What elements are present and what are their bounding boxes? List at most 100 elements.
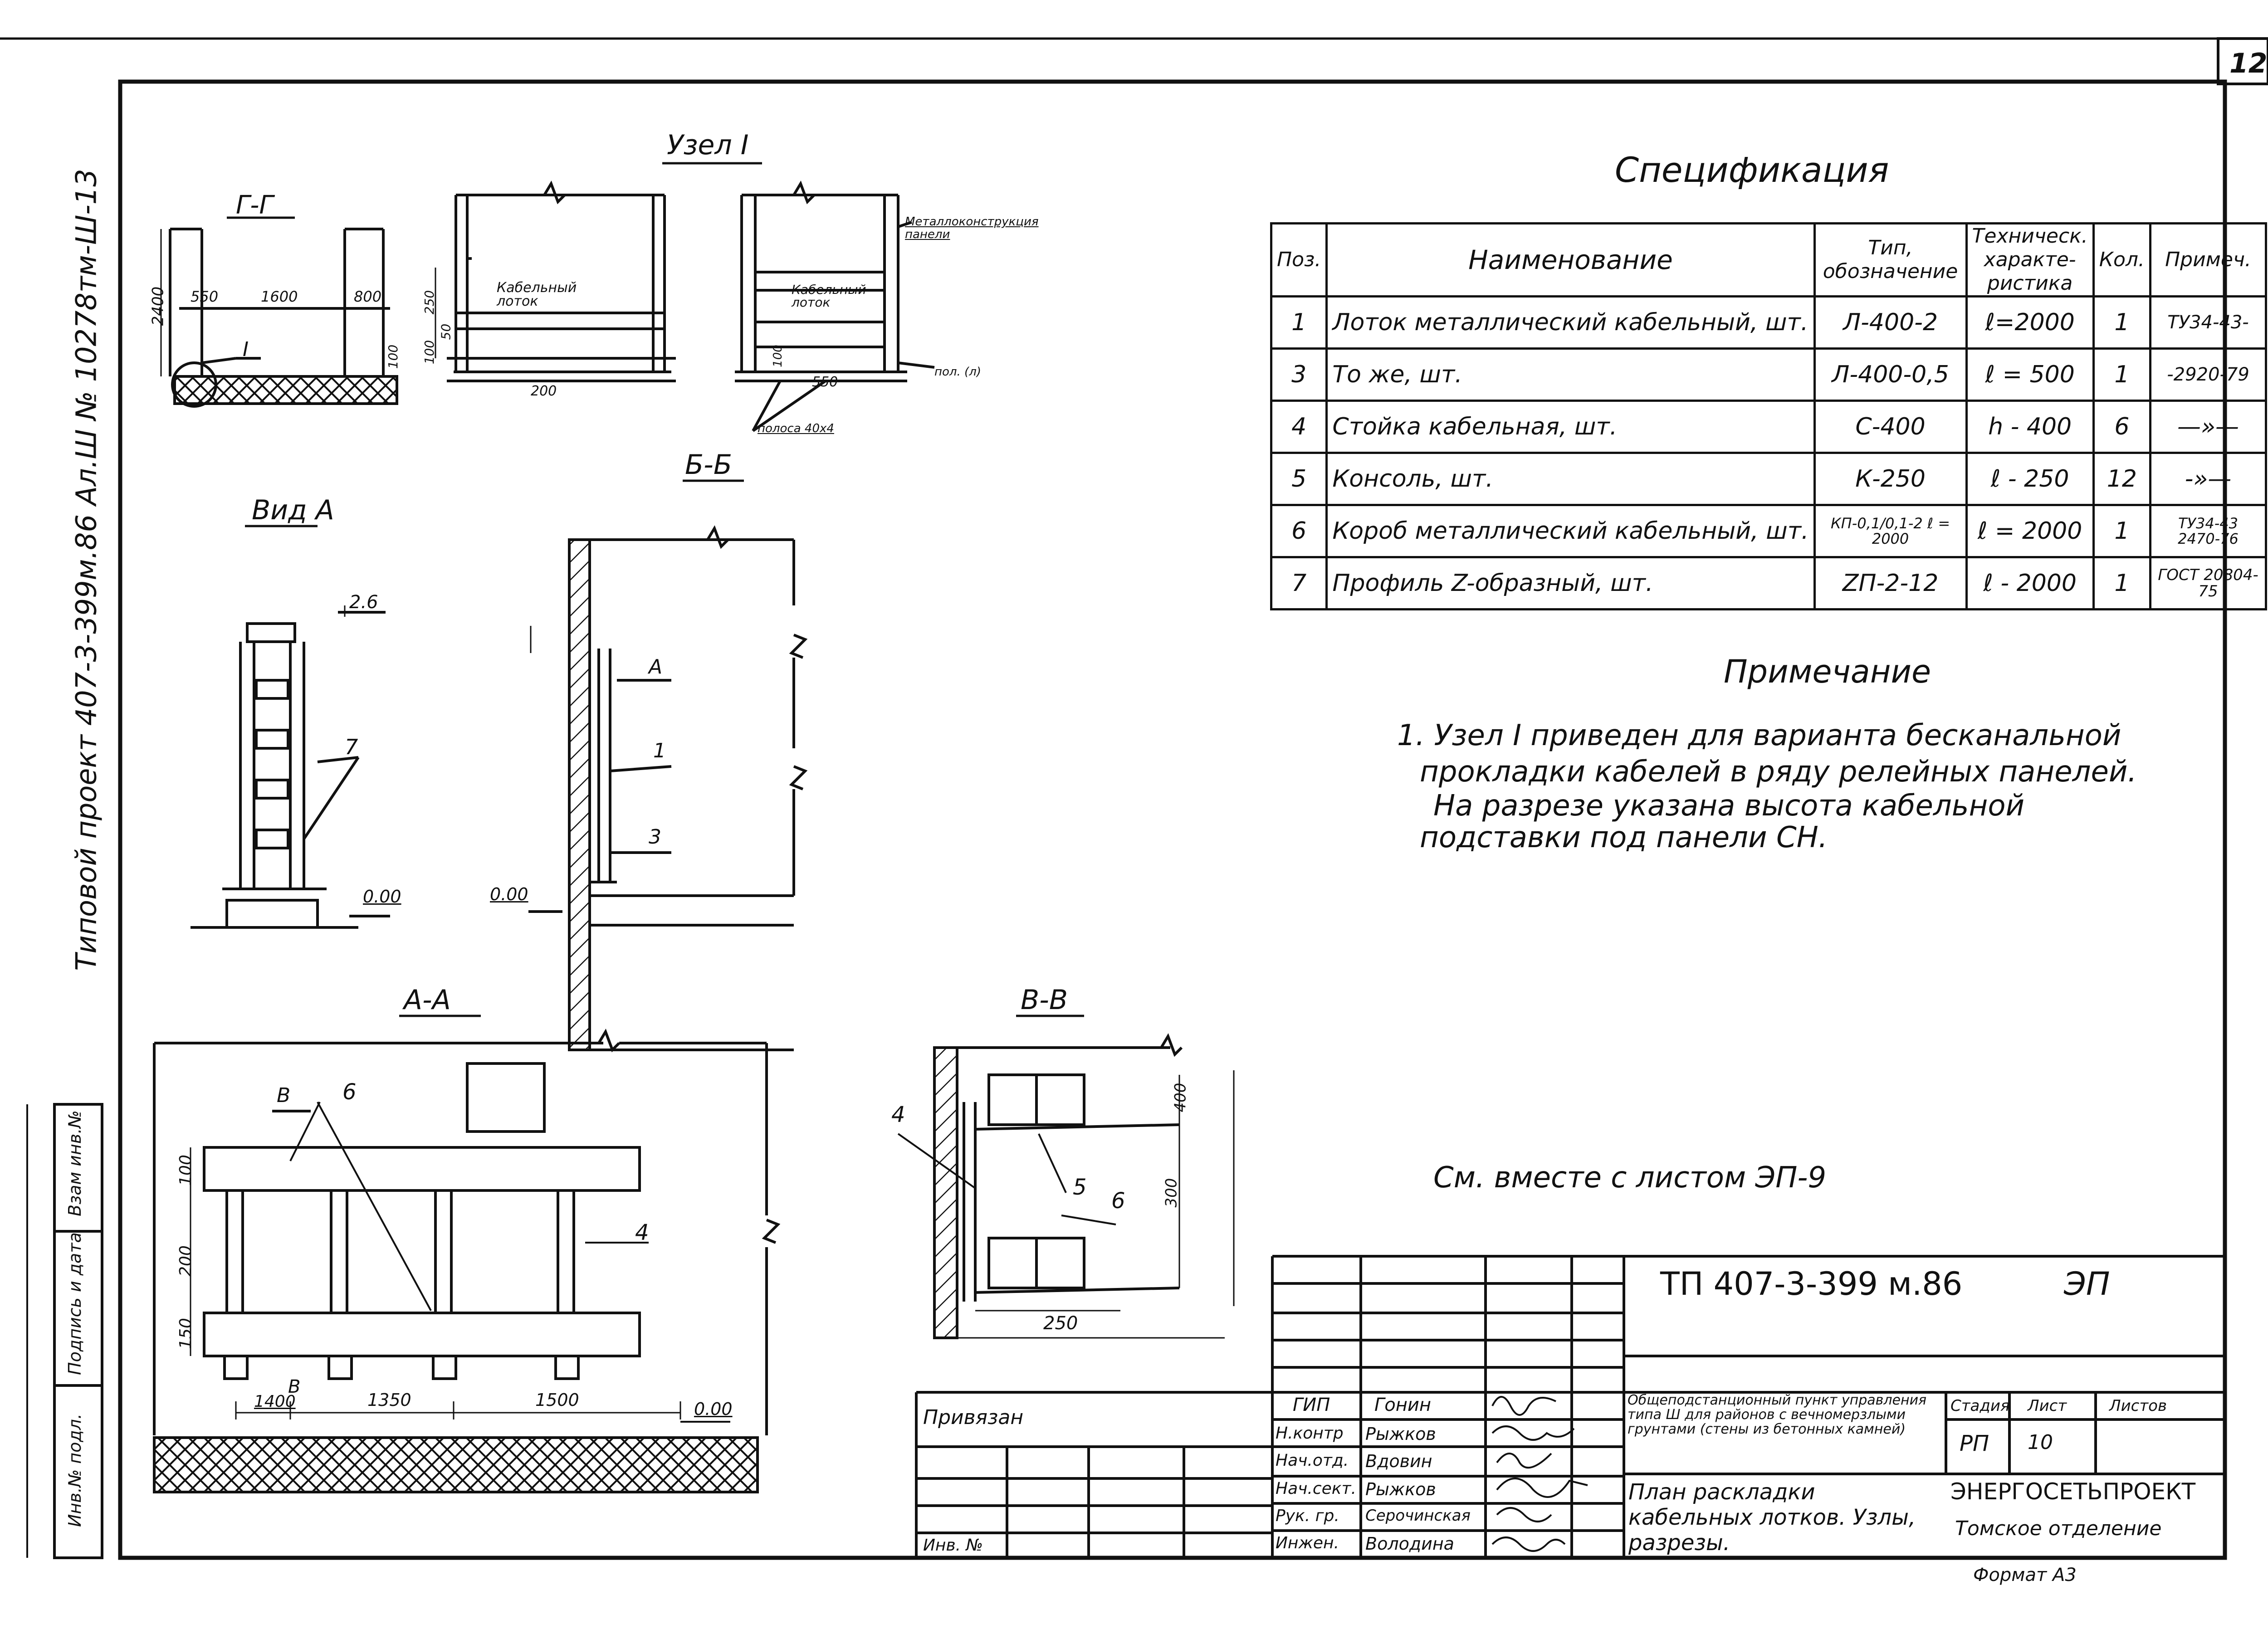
note-line: На разрезе указана высота кабельной xyxy=(1433,789,2025,823)
name-gip: Гонин xyxy=(1374,1395,1432,1415)
dim-gg-800: 800 xyxy=(354,288,382,305)
side-caption: Типовой проект 407-3-399м.86 Ал.Ш № 1027… xyxy=(69,169,103,971)
spec-cell: h - 400 xyxy=(1965,400,2095,454)
spec-row: 4 Стойка кабельная, шт. С-400 h - 400 6 … xyxy=(1270,400,2267,454)
bb-pos-1: 1 xyxy=(653,739,666,762)
see-also-note: См. вместе с листом ЭП-9 xyxy=(1433,1161,1827,1195)
node-i-drawing-2 xyxy=(735,180,935,432)
note-line: подставки под панели СН. xyxy=(1420,821,1828,854)
spec-cell: Л-400-2 xyxy=(1813,295,1968,350)
spec-row: 7 Профиль Z-образный, шт. ZП-2-12 ℓ - 20… xyxy=(1270,556,2267,610)
spec-cell: Короб металлический кабельный, шт. xyxy=(1325,504,1816,558)
role-nach-sekt: Нач.сект. xyxy=(1276,1479,1356,1498)
title-block-sheet: 10 xyxy=(2028,1431,2053,1454)
title-block-frame xyxy=(915,1255,2225,1558)
spec-row: 3 То же, шт. Л-400-0,5 ℓ = 500 1 -2920-7… xyxy=(1270,347,2267,402)
node-dim-200: 200 xyxy=(531,383,557,399)
aa-dim-1400: 1400 xyxy=(254,1392,296,1411)
spec-cell: С-400 xyxy=(1813,400,1968,454)
spec-cell: Лоток металлический кабельный, шт. xyxy=(1325,295,1816,350)
title-block-sheets-h: Листов xyxy=(2109,1397,2167,1415)
aa-dim-1350: 1350 xyxy=(367,1390,411,1410)
view-title-node: Узел I xyxy=(667,129,749,161)
spec-cell: ZП-2-12 xyxy=(1813,556,1968,610)
side-stamp-frame xyxy=(26,1103,103,1559)
section-gg-drawing xyxy=(160,228,398,408)
vv-pos-5: 5 xyxy=(1073,1175,1087,1200)
vv-pos-6: 6 xyxy=(1111,1188,1125,1214)
node2-tray-label: Кабельный лоток xyxy=(792,282,866,310)
name-ruk-gr: Серочинская xyxy=(1365,1507,1471,1525)
role-gip: ГИП xyxy=(1293,1395,1330,1415)
spec-h-type: Тип, обозначение xyxy=(1813,222,1968,298)
aa-cut-b: B xyxy=(277,1084,291,1107)
dim-gg-100: 100 xyxy=(386,344,401,369)
spec-cell: ℓ=2000 xyxy=(1965,295,2095,350)
title-block-org-sub: Томское отделение xyxy=(1955,1517,2162,1540)
note-line: 1. Узел I приведен для варианта бесканал… xyxy=(1397,719,2121,752)
view-title-vid-a: Вид А xyxy=(252,494,334,526)
dim-gg-1600: 1600 xyxy=(261,288,298,305)
spec-cell: 1 xyxy=(2092,556,2152,610)
spec-cell: 6 xyxy=(1270,504,1328,558)
spec-cell: ТУ34-43 2470-76 xyxy=(2149,504,2267,558)
title-block-org: ЭНЕРГОСЕТЬПРОЕКТ xyxy=(1950,1478,2196,1505)
side-stamp-inventory: Инв.№ подл. xyxy=(65,1413,85,1527)
bb-level: 0.00 xyxy=(490,884,528,904)
spec-cell: 6 xyxy=(2092,400,2152,454)
node2-floor-label: пол. (л) xyxy=(934,365,981,379)
spec-cell: Стойка кабельная, шт. xyxy=(1325,400,1816,454)
spec-cell: 3 xyxy=(1270,347,1328,402)
bb-pos-3: 3 xyxy=(649,825,661,849)
spec-cell: 1 xyxy=(1270,295,1328,350)
side-stamp-replace: Взам инв.№ xyxy=(65,1110,85,1216)
title-block-code: ТП 407-3-399 м.86 xyxy=(1660,1265,1963,1302)
aa-dim-150: 150 xyxy=(176,1318,195,1349)
vv-dim-300: 300 xyxy=(1162,1178,1181,1208)
spec-cell: ℓ = 2000 xyxy=(1965,504,2095,558)
dim-gg-node-ref: I xyxy=(243,338,249,361)
node2-strip-label: полоса 40х4 xyxy=(758,422,834,435)
spec-h-name: Наименование xyxy=(1325,222,1816,298)
title-block-mark: ЭП xyxy=(2064,1265,2110,1302)
title-block-sheet-title: План раскладки кабельных лотков. Узлы, р… xyxy=(1628,1479,1916,1556)
node-dim-50: 50 xyxy=(438,323,454,340)
node-dim-250: 250 xyxy=(422,290,437,315)
spec-row: 6 Короб металлический кабельный, шт. КП-… xyxy=(1270,504,2267,558)
side-stamp-signature: Подпись и дата xyxy=(65,1232,85,1375)
view-title-gg: Г-Г xyxy=(236,190,274,220)
node-tray-label: Кабельный лоток xyxy=(497,280,577,309)
spec-cell: ГОСТ 20804-75 xyxy=(2149,556,2267,610)
vid-a-dim-2-6: 2.6 xyxy=(349,592,378,613)
name-nach-sekt: Рыжков xyxy=(1365,1479,1436,1499)
spec-cell: —»— xyxy=(2149,400,2267,454)
spec-cell: -»— xyxy=(2149,452,2267,506)
view-title-bb: Б-Б xyxy=(685,449,732,481)
title-block-format: Формат А3 xyxy=(1973,1565,2077,1585)
spec-cell: Л-400-0,5 xyxy=(1813,347,1968,402)
spec-cell: 1 xyxy=(2092,347,2152,402)
name-inzhen: Володина xyxy=(1365,1534,1454,1554)
aa-cut-b-bottom: B xyxy=(288,1376,301,1397)
role-ruk-gr: Рук. гр. xyxy=(1276,1507,1339,1525)
spec-cell: Консоль, шт. xyxy=(1325,452,1816,506)
spec-cell: 5 xyxy=(1270,452,1328,506)
spec-cell: -2920-79 xyxy=(2149,347,2267,402)
node-dim-100: 100 xyxy=(422,340,437,365)
spec-cell: 12 xyxy=(2092,452,2152,506)
name-ncontr: Рыжков xyxy=(1365,1424,1436,1444)
spec-title: Спецификация xyxy=(1615,150,1889,190)
section-vv-drawing xyxy=(897,1033,1235,1339)
vv-dim-400: 400 xyxy=(1171,1083,1190,1112)
sheet-frame xyxy=(0,37,2268,1560)
spec-cell: ℓ - 2000 xyxy=(1965,556,2095,610)
spec-cell: К-250 xyxy=(1813,452,1968,506)
node2-metal-label: Металлоконструкция панели xyxy=(905,215,1039,241)
role-inzhen: Инжен. xyxy=(1276,1534,1339,1552)
dim-gg-height: 2400 xyxy=(149,286,167,326)
note-line: прокладки кабелей в ряду релейных панеле… xyxy=(1420,755,2137,789)
name-nach-otd: Вдовин xyxy=(1365,1451,1432,1471)
spec-row: 5 Консоль, шт. К-250 ℓ - 250 12 -»— xyxy=(1270,452,2267,506)
view-a-drawing xyxy=(191,605,390,929)
